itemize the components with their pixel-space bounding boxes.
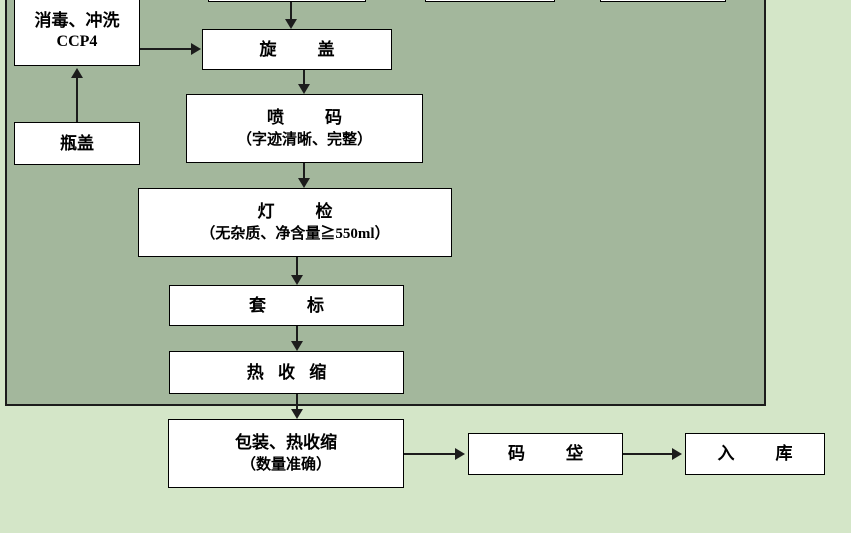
node-label-sleeving[interactable]: 套 标 [169, 285, 404, 326]
node-lamp-inspection-line2: （无杂质、净含量≧550ml） [200, 226, 390, 243]
arrowhead-sterilize-to-cap-screwing [191, 43, 201, 55]
arrowhead-packing-to-palletizing [455, 448, 465, 460]
node-palletizing[interactable]: 码 垈 [468, 433, 623, 475]
node-packing-heat-shrink-line1: 包装、热收缩 [235, 433, 337, 452]
node-sterilize-rinse[interactable]: 消毒、冲洗 CCP4 [14, 0, 140, 66]
node-warehousing[interactable]: 入 库 [685, 433, 825, 475]
node-inkjet-coding-line1: 喷 码 [267, 108, 354, 127]
node-palletizing-line1: 码 垈 [508, 444, 595, 464]
arrowhead-cap-screwing-to-inkjet [298, 84, 310, 94]
node-label-sleeving-line1: 套 标 [249, 295, 336, 315]
arrowhead-lamp-inspection-to-label [291, 275, 303, 285]
arrowhead-bottle-cap-to-sterilize [71, 68, 83, 78]
node-sterilize-rinse-line2: CCP4 [56, 32, 98, 50]
connector-lamp-inspection-to-label [296, 257, 298, 275]
node-bottle-cap-line1: 瓶盖 [60, 133, 94, 153]
node-heat-shrink-line1: 热 收 缩 [246, 362, 332, 382]
node-packing-heat-shrink[interactable]: 包装、热收缩 （数量准确） [168, 419, 404, 488]
connector-bottle-cap-to-sterilize [76, 78, 78, 122]
connector-label-to-heat-shrink [296, 326, 298, 342]
node-sterilize-rinse-line1: 消毒、冲洗 [34, 11, 120, 31]
connector-top-to-cap-screwing [290, 2, 292, 20]
node-inkjet-coding[interactable]: 喷 码 （字迹清晰、完整） [186, 94, 423, 163]
arrowhead-label-to-heat-shrink [291, 341, 303, 351]
arrowhead-top-to-cap-screwing [285, 19, 297, 29]
node-cap-screwing[interactable]: 旋 盖 [202, 29, 392, 70]
connector-inkjet-to-lamp-inspection [303, 163, 305, 179]
clipped-node-3 [600, 0, 726, 2]
node-cap-screwing-line1: 旋 盖 [259, 39, 347, 59]
node-packing-heat-shrink-line2: （数量准确） [240, 457, 331, 474]
node-warehousing-line1: 入 库 [717, 444, 805, 464]
connector-sterilize-to-cap-screwing [140, 48, 192, 50]
node-lamp-inspection[interactable]: 灯 检 （无杂质、净含量≧550ml） [138, 188, 452, 257]
node-heat-shrink[interactable]: 热 收 缩 [169, 351, 404, 394]
arrowhead-palletizing-to-warehousing [672, 448, 682, 460]
clipped-node-1 [208, 0, 366, 2]
connector-cap-screwing-to-inkjet [303, 70, 305, 85]
clipped-node-2 [425, 0, 555, 2]
arrowhead-heat-shrink-to-packing [291, 409, 303, 419]
node-inkjet-coding-line2: （字迹清晰、完整） [236, 132, 372, 149]
connector-heat-shrink-to-packing [296, 394, 298, 410]
connector-packing-to-palletizing [404, 453, 456, 455]
connector-palletizing-to-warehousing [623, 453, 673, 455]
node-bottle-cap[interactable]: 瓶盖 [14, 122, 140, 165]
arrowhead-inkjet-to-lamp-inspection [298, 178, 310, 188]
node-lamp-inspection-line1: 灯 检 [257, 202, 345, 221]
